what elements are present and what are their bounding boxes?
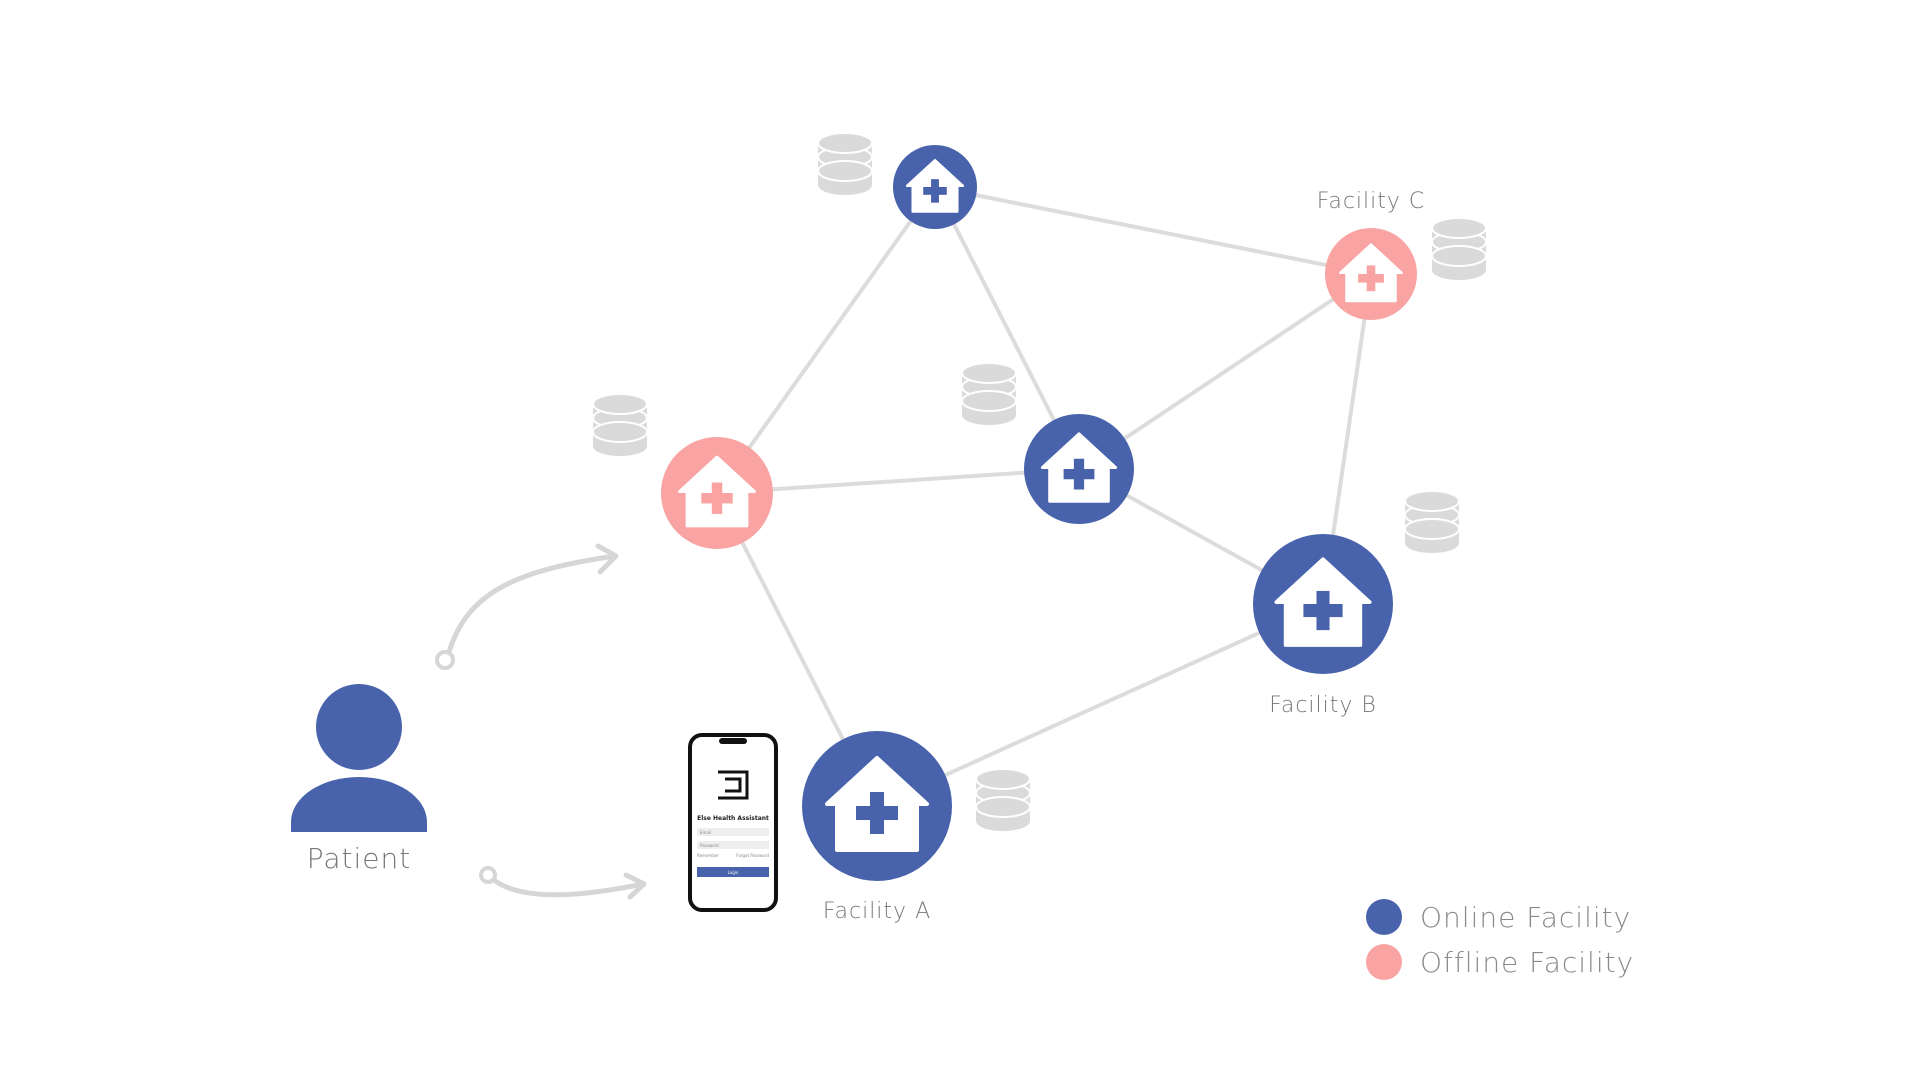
edge-f1-c <box>934 185 1372 276</box>
patient: Patient <box>291 684 427 875</box>
legend-online-swatch <box>1366 899 1402 935</box>
facility-node-b <box>1253 534 1393 674</box>
hospital-house-icon <box>1339 243 1403 303</box>
hospital-house-icon <box>1274 557 1372 647</box>
patient-label: Patient <box>307 842 412 875</box>
facility-node-center <box>1024 414 1134 524</box>
phone-email-placeholder: Email <box>700 830 711 835</box>
edges-layer <box>715 185 1373 808</box>
arrow-to-phone <box>479 866 647 900</box>
facility-node-f1 <box>893 145 977 229</box>
database-icon-4 <box>961 362 1017 425</box>
app-logo-icon <box>718 770 749 800</box>
database-icon-3 <box>592 393 648 456</box>
facility-node-a <box>802 731 952 881</box>
legend-online-label: Online Facility <box>1420 901 1631 934</box>
edge-c-center <box>1077 272 1373 471</box>
facility-label-a: Facility A <box>823 899 931 924</box>
phone-password-input[interactable] <box>697 841 769 849</box>
facility-node-left <box>661 437 773 549</box>
legend-offline-swatch <box>1366 944 1402 980</box>
database-icon-1 <box>817 132 873 195</box>
facility-label-c: Facility C <box>1317 189 1426 214</box>
database-icon-6 <box>975 768 1031 831</box>
user-icon <box>291 684 427 832</box>
hospital-house-icon <box>1040 432 1118 503</box>
database-icon-2 <box>1431 217 1487 280</box>
hospital-house-icon <box>678 455 756 528</box>
legend-offline-label: Offline Facility <box>1420 946 1634 979</box>
database-icon-5 <box>1404 490 1460 553</box>
hospital-house-icon <box>825 756 929 852</box>
hospital-house-icon <box>905 158 965 213</box>
phone: Else Health Assistant Email Password Rem… <box>688 733 778 912</box>
phone-login-label: Login <box>728 870 739 875</box>
legend: Online Facility Offline Facility <box>1366 899 1634 980</box>
facility-label-b: Facility B <box>1269 693 1377 718</box>
facility-layer <box>661 145 1417 881</box>
phone-password-placeholder: Password <box>700 843 719 848</box>
edge-f1-left <box>715 185 937 495</box>
phone-forgot-link[interactable]: Forgot Password <box>736 853 769 858</box>
phone-login-button[interactable] <box>697 867 769 877</box>
database-layer <box>592 132 1487 831</box>
arrow-to-facility <box>435 543 619 670</box>
phone-app-title: Else Health Assistant <box>697 815 769 822</box>
edge-left-center <box>716 467 1080 495</box>
edge-b-a <box>876 602 1324 808</box>
phone-email-input[interactable] <box>697 828 769 836</box>
phone-remember[interactable]: Remember <box>697 853 719 858</box>
facility-node-c <box>1325 228 1417 320</box>
